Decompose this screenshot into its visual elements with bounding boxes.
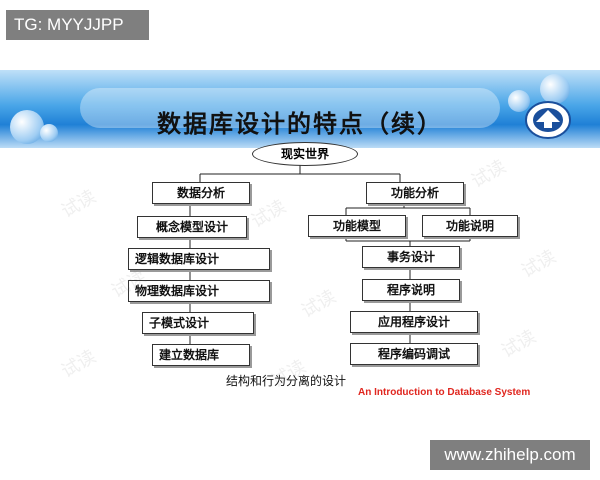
tg-badge: TG: MYYJJPP bbox=[6, 10, 149, 40]
node-root: 现实世界 bbox=[252, 142, 358, 166]
node-right-split-1: 功能模型 bbox=[308, 215, 406, 237]
course-subtitle: An Introduction to Database System bbox=[358, 387, 531, 398]
node-right-step-1: 事务设计 bbox=[362, 246, 460, 268]
title-banner bbox=[0, 70, 600, 148]
node-right-head: 功能分析 bbox=[366, 182, 464, 204]
slide-title: 数据库设计的特点（续） bbox=[157, 110, 443, 138]
slide: 数据库设计的特点（续） 现实 bbox=[0, 70, 600, 410]
bubble-decoration bbox=[40, 124, 58, 142]
node-right-step-3: 应用程序设计 bbox=[350, 311, 478, 333]
bubble-decoration bbox=[540, 74, 570, 104]
node-left-step-1: 概念模型设计 bbox=[137, 216, 247, 238]
node-left-head: 数据分析 bbox=[152, 182, 250, 204]
bubble-decoration bbox=[10, 110, 44, 144]
banner-glow bbox=[80, 88, 500, 128]
node-right-step-4: 程序编码调试 bbox=[350, 343, 478, 365]
node-left-step-4: 子模式设计 bbox=[142, 312, 254, 334]
node-right-split-2: 功能说明 bbox=[422, 215, 518, 237]
node-left-step-2: 逻辑数据库设计 bbox=[128, 248, 270, 270]
bubble-decoration bbox=[508, 90, 530, 112]
diagram-caption: 结构和行为分离的设计 bbox=[226, 374, 347, 388]
node-left-step-5: 建立数据库 bbox=[152, 344, 250, 366]
flow-connectors bbox=[189, 164, 471, 344]
node-right-step-2: 程序说明 bbox=[362, 279, 460, 301]
node-left-step-3: 物理数据库设计 bbox=[128, 280, 270, 302]
site-badge: www.zhihelp.com bbox=[430, 440, 590, 470]
university-logo-icon bbox=[525, 101, 571, 139]
